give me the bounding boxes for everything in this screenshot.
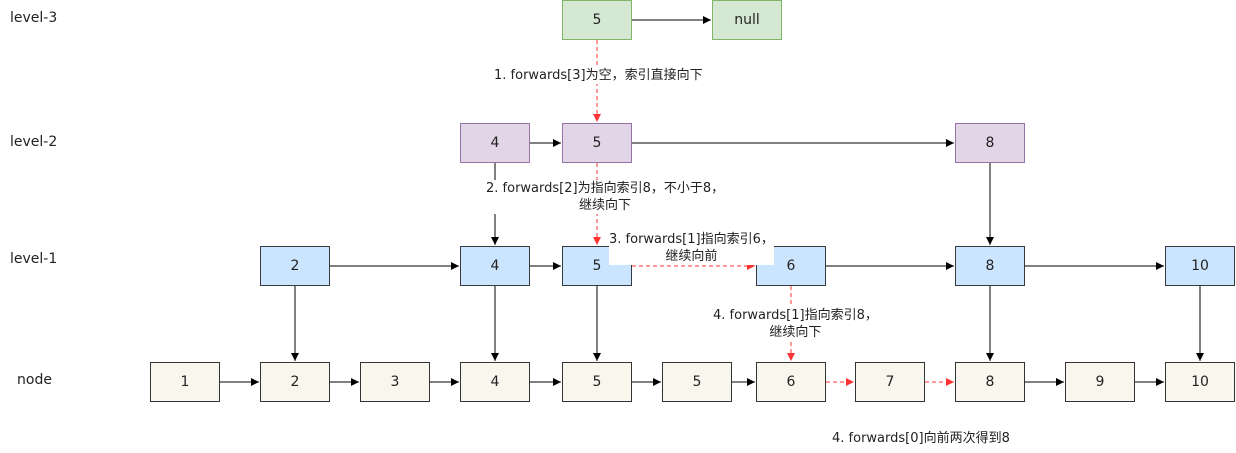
level3-box-null: null <box>712 0 782 40</box>
node-box-3: 3 <box>360 362 430 402</box>
level-3-label: level-3 <box>10 10 58 26</box>
level1-box-4: 4 <box>460 246 530 286</box>
node-label: node <box>17 372 52 388</box>
annotation-step-2: 2. forwards[2]为指向索引8，不小于8， 继续向下 <box>486 180 725 214</box>
node-box-5a: 5 <box>562 362 632 402</box>
level2-box-5: 5 <box>562 123 632 163</box>
level1-box-5: 5 <box>562 246 632 286</box>
level3-box-5: 5 <box>562 0 632 40</box>
annotation-step-2-line-1: 2. forwards[2]为指向索引8，不小于8， <box>486 181 725 196</box>
annotation-step-4: 4. forwards[1]指向索引8， 继续向下 <box>713 307 878 341</box>
level1-box-2: 2 <box>260 246 330 286</box>
annotation-step-3: 3. forwards[1]指向索引6， 继续向前 <box>609 231 774 265</box>
node-box-8: 8 <box>955 362 1025 402</box>
annotation-step-1-text: 1. forwards[3]为空，索引直接向下 <box>494 68 703 83</box>
node-box-4: 4 <box>460 362 530 402</box>
level-2-label: level-2 <box>10 134 58 150</box>
level1-box-10: 10 <box>1165 246 1235 286</box>
annotation-step-5: 4. forwards[0]向前两次得到8 <box>832 430 1010 447</box>
annotation-step-2-line-2: 继续向下 <box>579 198 632 213</box>
node-box-10: 10 <box>1165 362 1235 402</box>
node-box-5b: 5 <box>662 362 732 402</box>
level2-box-4: 4 <box>460 123 530 163</box>
node-box-9: 9 <box>1065 362 1135 402</box>
level2-box-8: 8 <box>955 123 1025 163</box>
node-box-1: 1 <box>150 362 220 402</box>
annotation-step-5-text: 4. forwards[0]向前两次得到8 <box>832 431 1010 446</box>
node-box-7: 7 <box>855 362 925 402</box>
annotation-step-4-line-1: 4. forwards[1]指向索引8， <box>713 308 878 323</box>
node-box-6: 6 <box>756 362 826 402</box>
annotation-step-1: 1. forwards[3]为空，索引直接向下 <box>494 67 703 84</box>
annotation-step-4-line-2: 继续向下 <box>769 325 822 340</box>
node-box-2: 2 <box>260 362 330 402</box>
level1-box-8: 8 <box>955 246 1025 286</box>
annotation-step-3-line-2: 继续向前 <box>665 249 718 264</box>
level-1-label: level-1 <box>10 251 58 267</box>
annotation-step-3-line-1: 3. forwards[1]指向索引6， <box>609 232 774 247</box>
